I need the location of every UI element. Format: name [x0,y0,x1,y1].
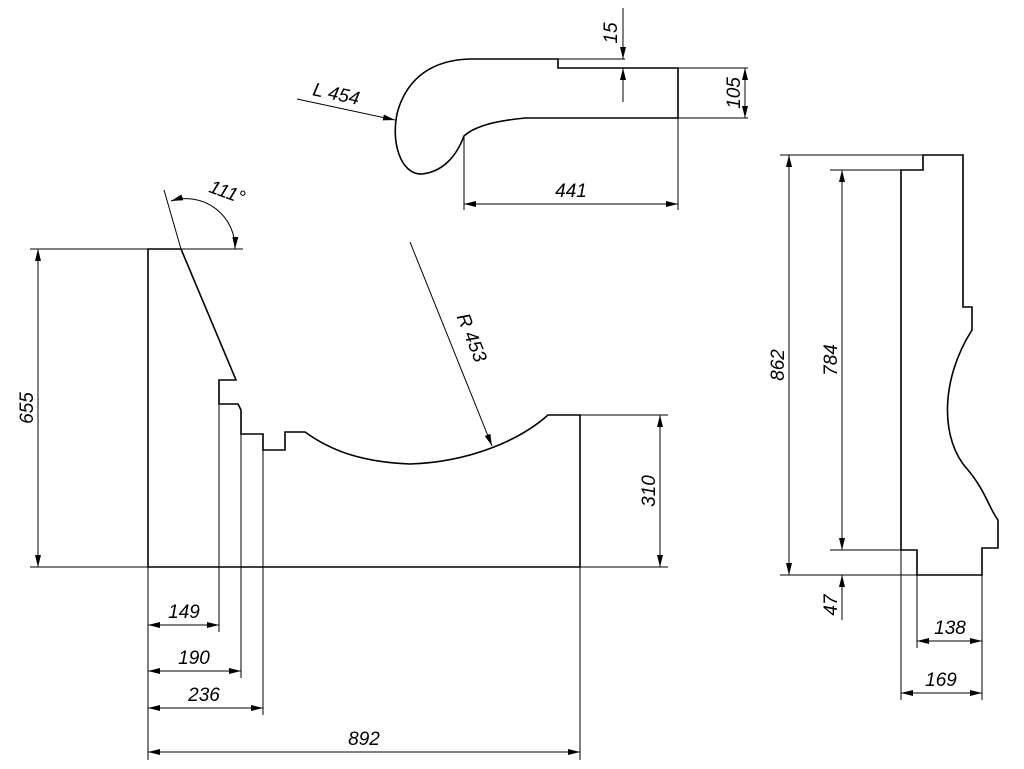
angle-arc-111 [170,194,239,250]
side-view: 655 111° R 453 310 149 190 236 892 [17,177,668,760]
dim-label-862: 862 [768,349,789,381]
side-view-outline [147,248,581,568]
dim-label-441: 441 [555,181,587,202]
dim-label-138: 138 [934,618,966,639]
dim-label-47: 47 [821,593,842,616]
dim-label-l454: L 454 [311,79,362,109]
leader-line-l454 [296,98,396,121]
top-profile-outline [394,58,679,175]
dim-label-105: 105 [724,77,745,109]
front-view-outline [900,154,999,576]
dim-label-149: 149 [168,602,200,623]
front-view: 862 784 47 138 169 [768,154,999,700]
dim-label-15: 15 [601,22,622,44]
dim-label-angle: 111° [206,177,248,209]
dim-label-r453: R 453 [452,311,491,366]
dim-label-655: 655 [17,392,38,424]
dim-label-190: 190 [178,648,210,669]
dim-label-236: 236 [187,685,220,706]
dim-label-784: 784 [821,344,842,376]
dim-label-892: 892 [348,729,380,750]
dim-label-169: 169 [925,670,957,691]
leader-line-r453 [409,241,493,447]
dim-label-310: 310 [639,475,660,507]
top-profile-view: 15 105 441 L 454 [296,8,748,210]
